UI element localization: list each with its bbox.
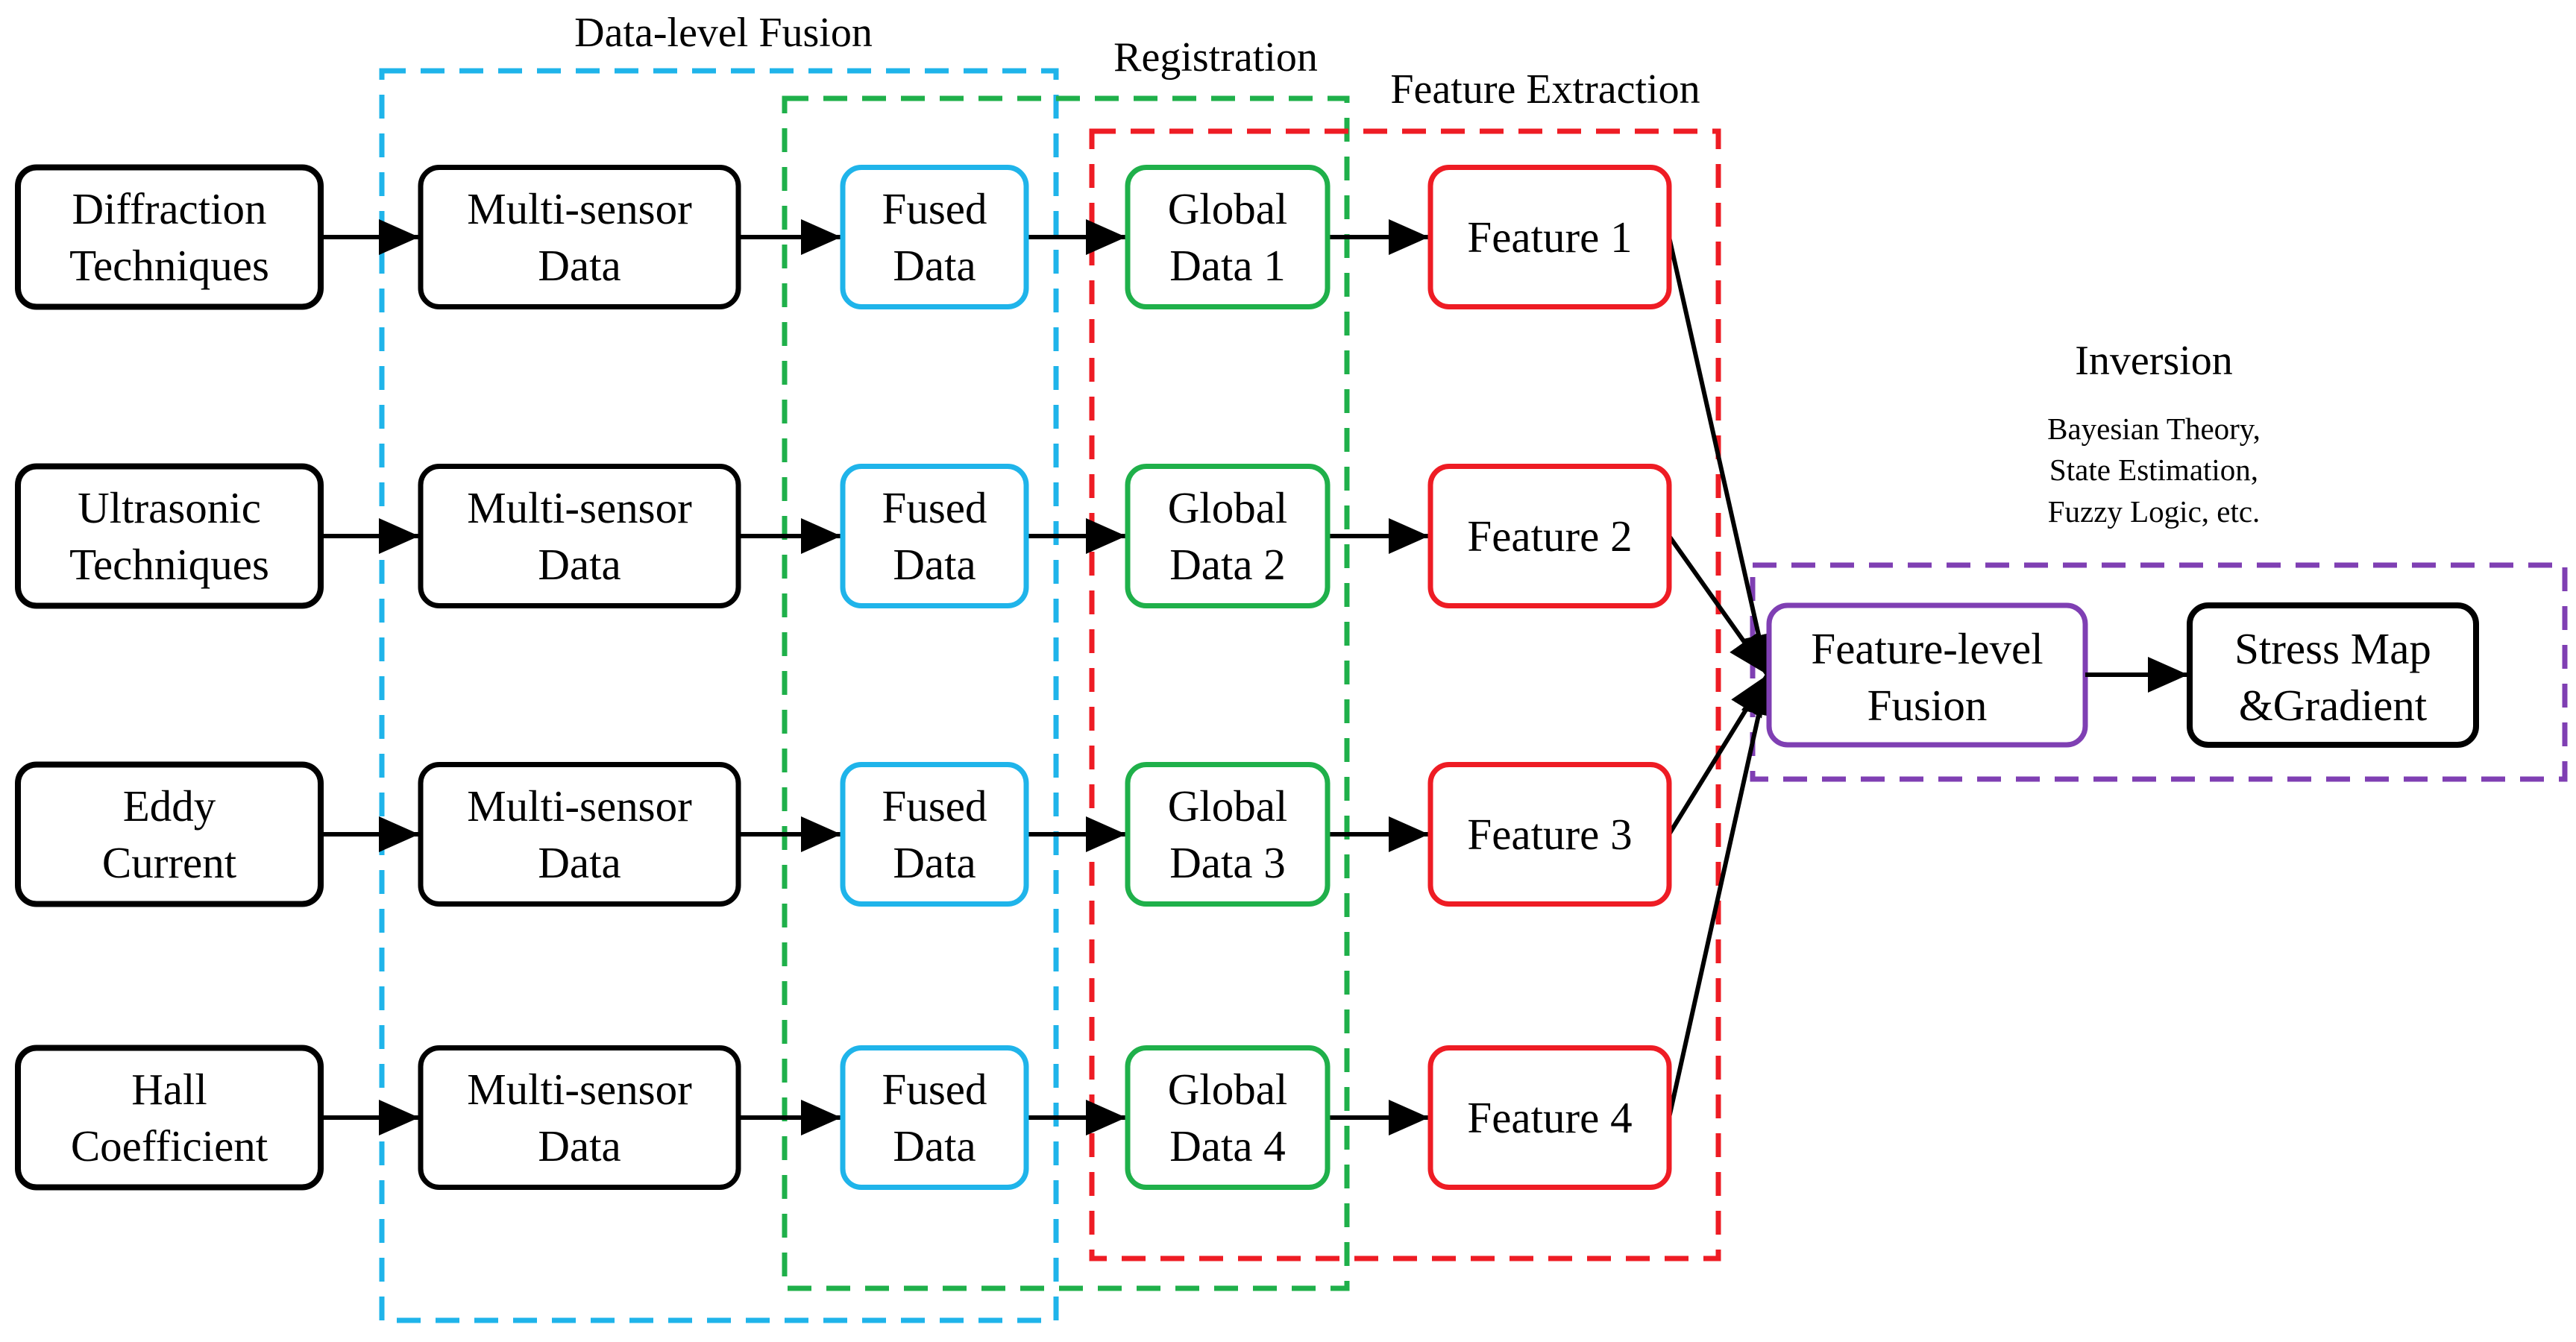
source-node-3-line-2: Current (102, 838, 237, 887)
multi-sensor-node-4-line-2: Data (538, 1121, 621, 1171)
arrow-feature-1-to-fusion (1667, 236, 1777, 675)
feature-node-2-line-1: Feature 2 (1467, 511, 1632, 561)
data-level-fusion-frame (379, 68, 1059, 1323)
feature-level-fusion-node: Feature-level Fusion (1766, 602, 2088, 748)
source-node-1-line-1: Diffraction (72, 184, 266, 233)
inversion-method-3: Fuzzy Logic, etc. (2048, 494, 2261, 529)
feature-node-2: Feature 2 (1427, 464, 1672, 608)
source-node-2-line-1: Ultrasonic (78, 483, 261, 532)
multi-sensor-node-2-line-1: Multi-sensor (467, 483, 692, 532)
fused-data-node-3-line-1: Fused (882, 781, 987, 831)
row-arrows (321, 219, 1777, 1135)
output-node-line-2: &Gradient (2239, 681, 2428, 730)
global-data-node-2-line-2: Data 2 (1169, 540, 1286, 589)
global-data-node-4-line-1: Global (1168, 1065, 1288, 1114)
multi-sensor-node-4-line-1: Multi-sensor (467, 1065, 692, 1114)
multi-sensor-node-3-line-2: Data (538, 838, 621, 887)
output-node-line-1: Stress Map (2234, 624, 2431, 673)
feature-node-1-line-1: Feature 1 (1467, 212, 1632, 262)
source-node-4-line-1: Hall (131, 1065, 207, 1114)
feature-extraction-frame (1089, 128, 1721, 1261)
source-node-1-line-2: Techniques (69, 241, 269, 290)
inversion-title: Inversion (2075, 338, 2233, 384)
fused-data-node-1-line-1: Fused (882, 184, 987, 233)
global-data-node-3-line-1: Global (1168, 781, 1288, 831)
feature-node-1: Feature 1 (1427, 165, 1672, 309)
inversion-method-2: State Estimation, (2049, 453, 2258, 487)
fused-data-node-1-line-2: Data (893, 241, 976, 290)
multi-sensor-node-1-line-2: Data (538, 241, 621, 290)
source-node-3-line-1: Eddy (123, 781, 216, 831)
multi-sensor-node-1-line-1: Multi-sensor (467, 184, 692, 233)
global-data-node-4-line-2: Data 4 (1169, 1121, 1286, 1171)
fused-data-node-4-line-1: Fused (882, 1065, 987, 1114)
fused-data-node-2-line-2: Data (893, 540, 976, 589)
registration-frame (782, 95, 1350, 1291)
global-data-node-3-line-2: Data 3 (1169, 838, 1286, 887)
fusion-node-line-1: Feature-level (1811, 624, 2043, 673)
fused-data-node-3-line-2: Data (893, 838, 976, 887)
registration-title: Registration (1113, 34, 1318, 81)
global-data-node-2-line-1: Global (1168, 483, 1288, 532)
global-data-node-1-line-2: Data 1 (1169, 241, 1286, 290)
data-level-fusion-title: Data-level Fusion (574, 10, 873, 56)
feature-node-3-line-1: Feature 3 (1467, 810, 1632, 859)
fused-data-node-4-line-2: Data (893, 1121, 976, 1171)
multi-sensor-node-3-line-1: Multi-sensor (467, 781, 692, 831)
inversion-method-1: Bayesian Theory, (2047, 412, 2261, 446)
multi-sensor-node-2-line-2: Data (538, 540, 621, 589)
nodes: DiffractionTechniquesMulti-sensorDataFus… (15, 164, 1672, 1191)
feature-node-4-line-1: Feature 4 (1467, 1093, 1632, 1142)
stress-map-node: Stress Map &Gradient (2187, 602, 2479, 748)
feature-node-3: Feature 3 (1427, 762, 1672, 907)
feature-extraction-title: Feature Extraction (1390, 66, 1700, 113)
arrow-feature-2-to-fusion (1667, 535, 1770, 676)
arrow-feature-4-to-fusion (1667, 674, 1777, 1118)
global-data-node-1-line-1: Global (1168, 184, 1288, 233)
feature-node-4: Feature 4 (1427, 1045, 1672, 1190)
source-node-2-line-2: Techniques (69, 540, 269, 589)
fusion-node-line-2: Fusion (1867, 681, 1988, 730)
fused-data-node-2-line-1: Fused (882, 483, 987, 532)
source-node-4-line-2: Coefficient (71, 1121, 268, 1171)
